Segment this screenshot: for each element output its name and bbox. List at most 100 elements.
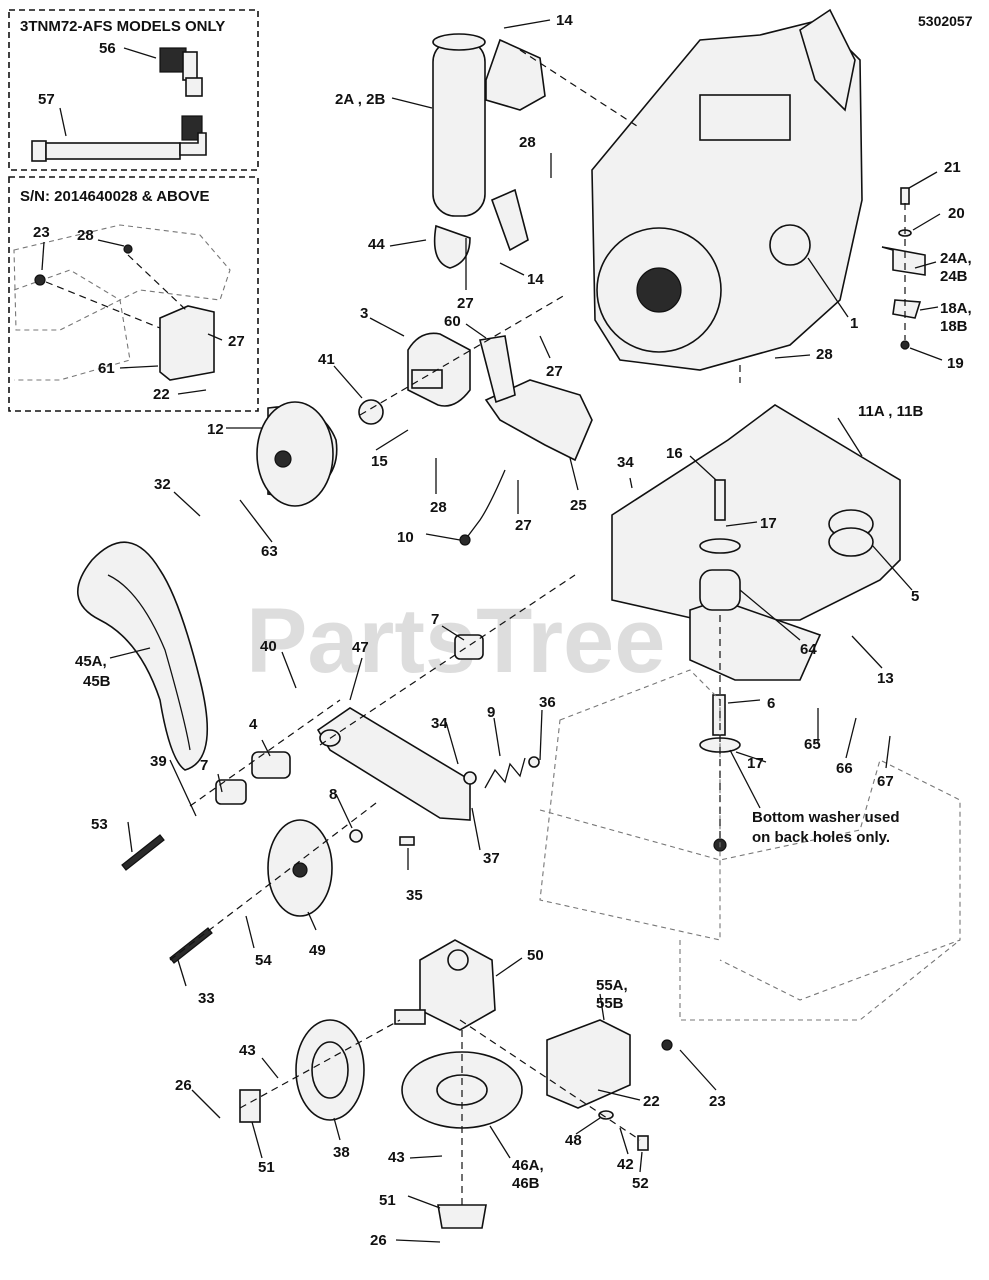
callout-label: 26 [175,1077,192,1094]
callout-label: 20 [948,205,965,222]
bracket-hardware-group [881,187,926,350]
callout-label: 52 [632,1175,649,1192]
callout-label: 9 [487,704,495,721]
bracket-25-part [459,335,593,546]
alignment-lines [169,49,906,1205]
callout-label: 1 [850,315,858,332]
bracket-55-part [546,1019,673,1151]
chassis-outline [539,669,961,1021]
leader-lines [41,19,943,1243]
callout-label: 51 [379,1192,396,1209]
callout-label: 6 [767,695,775,712]
drive-belt-part [77,541,209,771]
callout-label: 34 [431,715,448,732]
callout-label: 23 [33,224,50,241]
callout-label: 17 [747,755,764,772]
note-text: Bottom washer used on back holes only. [752,809,900,846]
callout-label: 61 [98,360,115,377]
callout-label: 50 [527,947,544,964]
fitting-56-part [159,47,203,97]
callout-label: 26 [370,1232,387,1249]
callout-label: 24A, [940,250,972,267]
callout-label: 65 [804,736,821,753]
callout-label: 48 [565,1132,582,1149]
callout-label: 64 [800,641,817,658]
callout-label: 21 [944,159,961,176]
callout-label: 4 [249,716,258,733]
callout-label: 57 [38,91,55,108]
callout-label: 67 [877,773,894,790]
gearbox-part [394,939,496,1031]
callout-label: 10 [397,529,414,546]
callout-label: 16 [666,445,683,462]
callout-label: 13 [877,670,894,687]
callout-label: 63 [261,543,278,560]
callout-label: 7 [200,757,208,774]
note-line: Bottom washer used [752,809,900,826]
callout-label: 18B [940,318,968,335]
callout-label: 53 [91,816,108,833]
inset-box-title: 3TNM72-AFS MODELS ONLY [20,18,225,35]
callout-label: 15 [371,453,388,470]
callout-label: 28 [519,134,536,151]
callout-label: 44 [368,236,385,253]
callout-label: 46B [512,1175,540,1192]
muffler-part [432,33,546,269]
callout-label: 14 [527,271,544,288]
callout-label: 23 [709,1093,726,1110]
callout-label: 47 [352,639,369,656]
bolts-part [121,834,415,964]
callout-label: 28 [816,346,833,363]
callout-label: 35 [406,887,423,904]
callout-label: 32 [154,476,171,493]
callout-label: 22 [153,386,170,403]
callout-label: 28 [430,499,447,516]
callout-label: 49 [309,942,326,959]
callout-labels: 14 2A , 2B 28 44 14 27 1 21 20 24A, 24B … [33,12,972,1249]
callout-label: 24B [940,268,968,285]
callout-label: 8 [329,786,337,803]
callout-label: 66 [836,760,853,777]
drive-pulleys-part [239,1019,523,1229]
callout-label: 38 [333,1144,350,1161]
callout-label: 17 [760,515,777,532]
callout-label: 45A, [75,653,107,670]
callout-label: 11A , 11B [858,403,923,420]
main-frame-part [611,404,901,681]
callout-label: 36 [539,694,556,711]
inset-box-title: S/N: 2014640028 & ABOVE [20,188,210,205]
callout-label: 27 [228,333,245,350]
callout-label: 46A, [512,1157,544,1174]
inset-box-serial-range: S/N: 2014640028 & ABOVE [8,176,259,412]
callout-label: 28 [77,227,94,244]
callout-label: 19 [947,355,964,372]
note-line: on back holes only. [752,829,890,846]
callout-label: 51 [258,1159,275,1176]
callout-label: 41 [318,351,335,368]
callout-label: 43 [388,1149,405,1166]
callout-label: 55B [596,995,624,1012]
callout-label: 40 [260,638,277,655]
callout-label: 33 [198,990,215,1007]
callout-label: 27 [457,295,474,312]
callout-label: 42 [617,1156,634,1173]
idler-pulley-part [215,634,484,917]
callout-label: 14 [556,12,573,29]
callout-label: 37 [483,850,500,867]
inset-box-afs-models: 3TNM72-AFS MODELS ONLY [8,9,259,171]
callout-label: 22 [643,1093,660,1110]
callout-label: 34 [617,454,634,471]
callout-label: 55A, [596,977,628,994]
callout-label: 45B [83,673,111,690]
callout-label: 27 [515,517,532,534]
document-number: 5302057 [918,13,973,29]
callout-label: 60 [444,313,461,330]
callout-label: 27 [546,363,563,380]
callout-label: 18A, [940,300,972,317]
callout-label: 2A , 2B [335,91,385,108]
callout-label: 5 [911,588,919,605]
callout-label: 56 [99,40,116,57]
callout-label: 7 [431,611,439,628]
callout-label: 39 [150,753,167,770]
